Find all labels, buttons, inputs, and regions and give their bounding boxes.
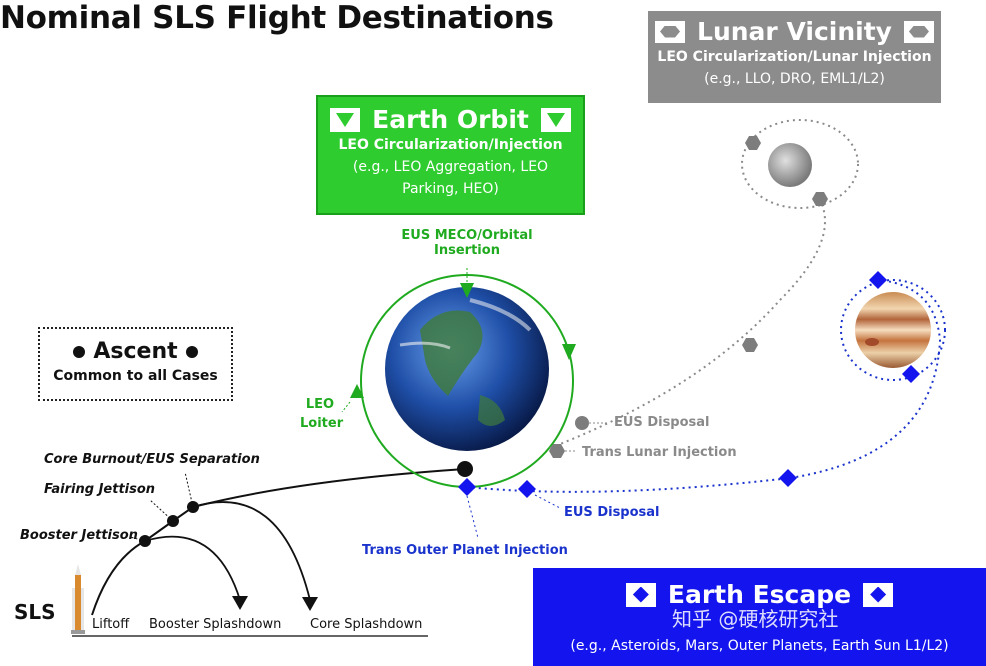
earth-escape-trajectory [466, 279, 942, 493]
liftoff-label: Liftoff [92, 617, 130, 632]
core-splashdown-arrow [302, 597, 318, 611]
orbit-arrow-icon [350, 384, 364, 398]
diamond-marker-icon [518, 480, 536, 498]
leo-loiter-line: Loiter [300, 416, 344, 431]
jupiter-orbit [840, 279, 946, 381]
diamond-marker-icon [869, 271, 887, 289]
earth-escape-examples: (e.g., Asteroids, Mars, Outer Planets, E… [570, 638, 949, 654]
eus-disposal-lunar-label: EUS Disposal [614, 415, 710, 430]
trans-outer-planet-injection-label: Trans Outer Planet Injection [362, 543, 568, 558]
earth-orbit-box: Earth Orbit LEO Circularization/Injectio… [316, 95, 585, 215]
triangle-down-icon [330, 107, 361, 132]
lunar-vicinity-box: Lunar Vicinity LEO Circularization/Lunar… [648, 11, 941, 103]
eus-disposal-lunar-marker [575, 416, 589, 430]
moon-image [768, 143, 812, 187]
watermark: 知乎 @硬核研究社 [672, 607, 839, 631]
diamond-marker-icon [902, 365, 920, 383]
eus-disposal-escape-label: EUS Disposal [564, 505, 660, 520]
earth-orbit-examples: Parking, HEO) [402, 181, 499, 197]
booster-splashdown-arc [144, 535, 241, 601]
trans-lunar-trajectory [549, 199, 826, 449]
hexagon-icon [903, 20, 934, 43]
ascent-box: Ascent Common to all Cases [38, 327, 233, 401]
lunar-vicinity-examples: (e.g., LLO, DRO, EML1/L2) [704, 71, 885, 87]
leo-loiter-label: LEO Loiter [300, 397, 344, 431]
eus-meco-line: Insertion [434, 243, 500, 258]
booster-splashdown-arrow [232, 596, 248, 610]
bullet-icon [73, 345, 86, 358]
trans-lunar-injection-label: Trans Lunar Injection [582, 445, 737, 460]
earth-escape-box: Earth Escape (e.g., Asteroids, Mars, Out… [533, 568, 986, 666]
orbit-arrow-icon [562, 344, 576, 360]
booster-jettison-label: Booster Jettison [20, 528, 138, 543]
ascent-heading: Ascent [93, 339, 178, 364]
core-splashdown-label: Core Splashdown [310, 617, 423, 632]
hexagon-marker-icon [549, 444, 565, 458]
lunar-vicinity-subtitle: LEO Circularization/Lunar Injection [657, 49, 932, 65]
earth-orbit-examples: (e.g., LEO Aggregation, LEO [352, 159, 549, 175]
fairing-jettison-label: Fairing Jettison [44, 482, 156, 497]
earth-escape-heading: Earth Escape [667, 580, 852, 609]
lunar-vicinity-heading: Lunar Vicinity [697, 17, 892, 46]
diamond-icon [863, 582, 894, 607]
sls-rocket-icon [71, 564, 85, 634]
sls-label: SLS [14, 600, 56, 624]
triangle-down-icon [540, 107, 571, 132]
eus-meco-label: EUS MECO/Orbital Insertion [382, 228, 552, 258]
diagram-title: Nominal SLS Flight Destinations [0, 0, 554, 36]
booster-splashdown-label: Booster Splashdown [149, 617, 282, 632]
orbit-arrow-icon [460, 283, 474, 298]
hexagon-marker-icon [742, 338, 758, 352]
hexagon-marker-icon [745, 136, 761, 150]
earth-orbit-heading: Earth Orbit [372, 105, 529, 134]
diamond-icon [625, 582, 656, 607]
earth-orbit-subtitle: LEO Circularization/Injection [338, 137, 563, 153]
lunar-orbit [741, 119, 859, 209]
bullet-icon [185, 345, 198, 358]
leo-loiter-line: LEO [305, 397, 335, 412]
core-splashdown-arc [192, 501, 311, 601]
ascent-subtitle: Common to all Cases [53, 368, 218, 384]
core-burnout-label: Core Burnout/EUS Separation [44, 452, 260, 467]
diamond-marker-icon [779, 469, 797, 487]
eus-meco-line: EUS MECO/Orbital [401, 228, 533, 243]
jupiter-image [855, 292, 931, 368]
eus-separation-marker [457, 461, 473, 477]
diamond-marker-icon [458, 478, 476, 496]
hexagon-marker-icon [812, 192, 828, 206]
hexagon-icon [655, 20, 686, 43]
